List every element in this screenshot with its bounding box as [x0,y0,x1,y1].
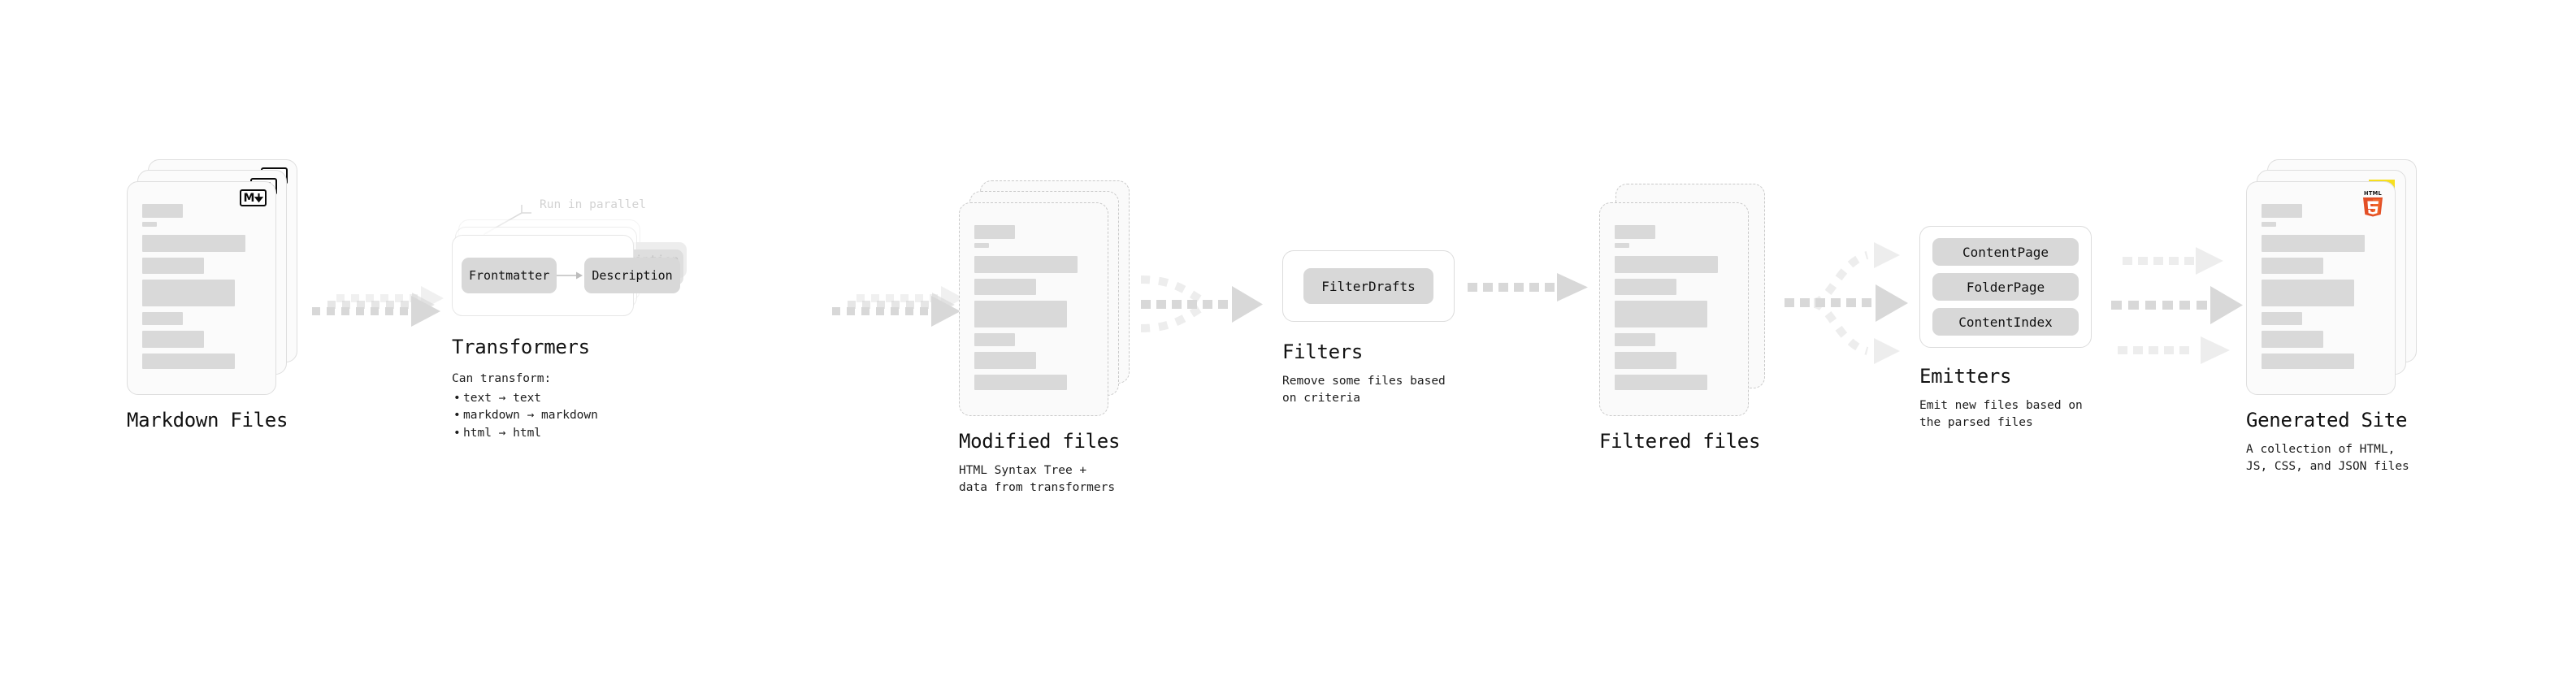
markdown-badge-front: M [240,189,267,206]
generated-site-title: Generated Site [2246,409,2408,432]
merge-arrow-icon [1140,275,1263,332]
emitter-pill-folderpage[interactable]: FolderPage [1932,273,2079,301]
emitters-box: ContentPage FolderPage ContentIndex [1919,226,2092,348]
html5-badge: HTML [2361,189,2385,217]
connector-filtered-to-emitters [1776,234,1931,372]
generated-site-stack: CSS HTML [2246,159,2417,395]
stacked-arrow-icon [312,286,444,327]
filtered-file-stack [1599,180,1770,416]
run-in-parallel-label: Run in parallel [540,198,646,211]
markdown-badge-letter: M [243,191,255,205]
transformer-pill-description[interactable]: Description [584,258,680,293]
stage-markdown-files: M M M [127,159,297,432]
down-arrow-icon [254,193,264,203]
filters-title: Filters [1282,340,1364,363]
html5-badge-label: HTML [2364,190,2382,197]
parallel-arrows-icon [2111,247,2243,364]
transformer-pill-frontmatter[interactable]: Frontmatter [462,258,557,293]
transformers-subtitle: Can transform: [452,371,552,385]
emitters-title: Emitters [1919,365,2012,388]
filtered-files-title: Filtered files [1599,430,1761,453]
generated-placeholder-lines [2262,204,2383,375]
generated-card-html: HTML [2246,181,2396,395]
stage-transformers: Run in parallel Frontmatter Description … [452,195,687,443]
modified-file-stack [959,180,1130,416]
filtered-card-front [1599,202,1749,416]
fan-out-arrow-icon [1785,242,1908,364]
generated-site-subtitle: A collection of HTML, JS, CSS, and JSON … [2246,442,2409,473]
transformer-card-stack: Frontmatter Description Frontmatter Desc… [452,219,687,317]
emitter-pill-contentpage[interactable]: ContentPage [1932,238,2079,266]
modified-files-title: Modified files [959,430,1121,453]
markdown-card-front: M [127,181,276,395]
arrow-right-icon [557,271,583,280]
modified-files-subtitle: HTML Syntax Tree + data from transformer… [959,463,1116,494]
modified-placeholder-lines [974,225,1096,396]
markdown-files-title: Markdown Files [127,409,288,432]
transformers-bullet-item: text → text [452,390,640,408]
transformers-bullet-list: text → text markdown → markdown html → h… [452,390,640,443]
stage-emitters: ContentPage FolderPage ContentIndex Emit… [1919,226,2092,432]
emitter-pill-contentindex[interactable]: ContentIndex [1932,308,2079,336]
connector-modified-to-filters [1136,262,1282,351]
stage-filters: FilterDrafts Filters Remove some files b… [1282,250,1455,407]
stage-generated-site: CSS HTML [2246,159,2417,475]
markdown-placeholder-lines [142,204,264,375]
filter-pill-filterdrafts[interactable]: FilterDrafts [1303,268,1433,304]
stage-modified-files: Modified files HTML Syntax Tree + data f… [959,180,1130,497]
arrow-right-icon [1468,273,1588,301]
filtered-placeholder-lines [1615,225,1737,396]
stage-filtered-files: Filtered files [1599,180,1770,453]
modified-card-front [959,202,1108,416]
html5-badge-icon: HTML [2363,190,2383,217]
emitters-subtitle: Emit new files based on the parsed files [1919,398,2083,429]
filters-subtitle: Remove some files based on criteria [1282,374,1446,405]
transformer-card-layer-1: Frontmatter Description [452,235,680,316]
connector-emitters-to-site [2111,236,2257,374]
connector-markdown-to-transformers [307,263,453,345]
connector-transformers-to-modified [827,263,974,345]
connector-filters-to-filtered [1468,273,1598,306]
markdown-file-stack: M M M [127,159,297,395]
transformers-bullet-item: markdown → markdown [452,407,640,425]
transformers-bullet-item: html → html [452,425,640,443]
filters-box: FilterDrafts [1282,250,1455,322]
stacked-arrow-icon [832,286,964,327]
transformers-title: Transformers [452,336,590,358]
